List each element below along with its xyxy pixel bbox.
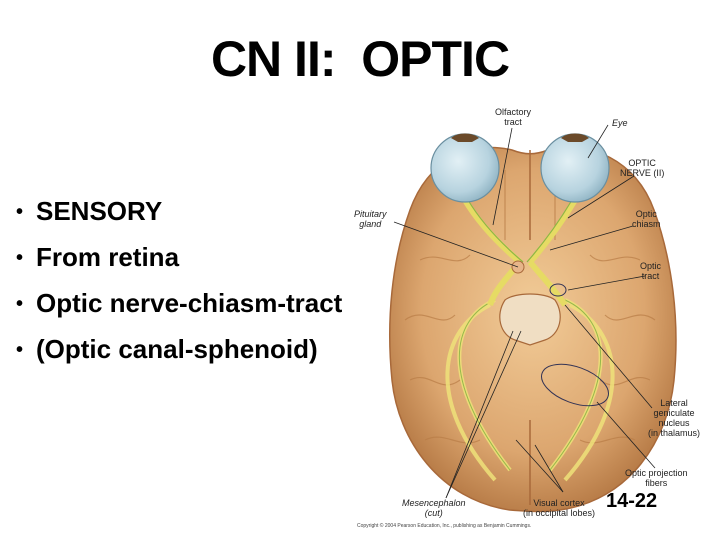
bullet-item: • Optic nerve-chiasm-tract — [16, 285, 342, 331]
label-mesencephalon: Mesencephalon(cut) — [402, 498, 466, 518]
bullet-item: • SENSORY — [16, 193, 342, 239]
bullet-list: • SENSORY • From retina • Optic nerve-chias… — [16, 193, 342, 377]
brain-diagram — [389, 124, 677, 513]
label-eye: Eye — [612, 118, 628, 128]
bullet-item: • From retina — [16, 239, 342, 285]
bullet-icon: • — [16, 247, 24, 269]
copyright-notice: Copyright © 2004 Pearson Education, Inc.… — [357, 523, 532, 529]
bullet-text: Optic nerve-chiasm-tract — [36, 288, 343, 318]
bullet-item: • (Optic canal-sphenoid) — [16, 331, 342, 377]
slide-number: 14-22 — [606, 490, 658, 512]
bullet-text: SENSORY — [36, 196, 163, 226]
bullet-text: (Optic canal-sphenoid) — [36, 334, 318, 364]
bullet-icon: • — [16, 293, 24, 315]
slide-title: CN II: OPTIC — [210, 31, 510, 87]
bullet-icon: • — [16, 339, 24, 361]
label-visual-cortex: Visual cortex(in occipital lobes) — [523, 498, 596, 518]
bullet-icon: • — [16, 201, 24, 223]
bullet-text: From retina — [36, 242, 180, 272]
